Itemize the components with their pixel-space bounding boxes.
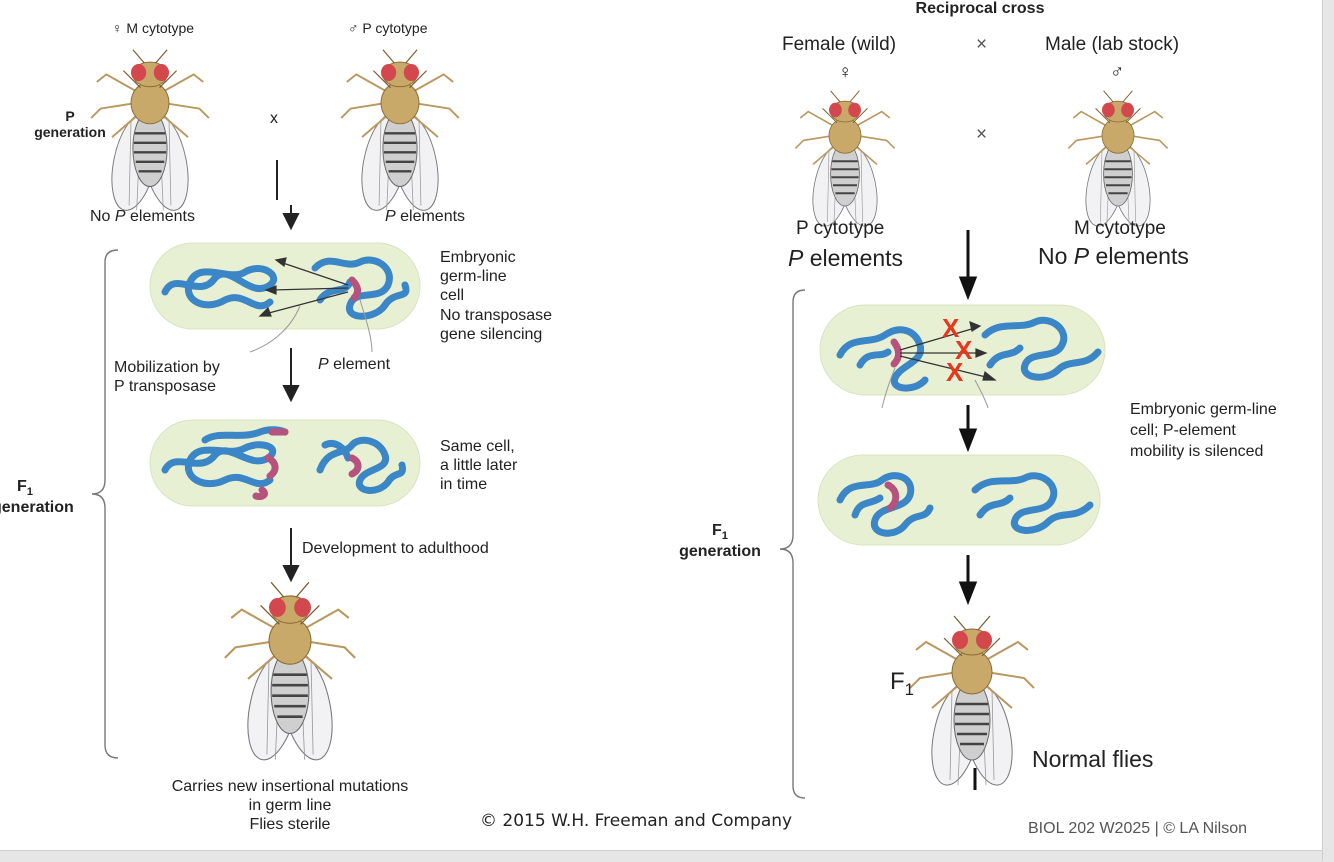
f1-brace-left — [92, 250, 118, 758]
copyright-text: © 2015 W.H. Freeman and Company — [480, 812, 792, 832]
female-p-cytotype-label: P cytotype — [796, 218, 884, 240]
f1-fly-label: F1 — [890, 668, 914, 699]
f1-fly-normal — [910, 616, 1034, 789]
times-symbol-mid: × — [976, 124, 987, 146]
male-lab-stock-label: Male (lab stock) — [1045, 34, 1179, 56]
male-m-cytotype-label: M cytotype — [1074, 218, 1166, 240]
normal-flies-label: Normal flies — [1032, 746, 1153, 772]
p-elements-label: P elements — [385, 208, 465, 226]
course-footer: BIOL 202 W2025 | © LA Nilson — [1028, 820, 1247, 838]
female-wild-label: Female (wild) — [782, 34, 896, 56]
f1-fly-sterile — [225, 582, 355, 764]
female-m-cytotype-label: ♀ M cytotype — [112, 20, 194, 36]
f1-brace-right — [780, 290, 805, 798]
female-p-elements-label: P elements — [788, 245, 903, 271]
female-symbol: ♀ — [838, 62, 852, 84]
silenced-x-3: X — [946, 358, 963, 388]
times-symbol-top: × — [976, 34, 987, 56]
right-border — [1322, 0, 1334, 861]
male-fly-p-cytotype — [341, 50, 459, 215]
female-fly-wild — [795, 91, 894, 230]
development-label: Development to adulthood — [302, 540, 489, 558]
male-symbol: ♂ — [1110, 62, 1124, 84]
p-element-label: P element — [318, 356, 390, 374]
bottom-border — [0, 850, 1334, 862]
cross-symbol: x — [270, 110, 278, 128]
right-embryonic-cell-2 — [818, 455, 1100, 545]
reciprocal-cross-title: Reciprocal cross — [860, 0, 1100, 18]
male-no-p-elements-label: No P elements — [1038, 243, 1189, 269]
male-fly-lab-stock — [1068, 91, 1167, 230]
male-p-cytotype-label: ♂ P cytotype — [348, 20, 428, 36]
no-p-elements-label: No P elements — [90, 208, 195, 226]
